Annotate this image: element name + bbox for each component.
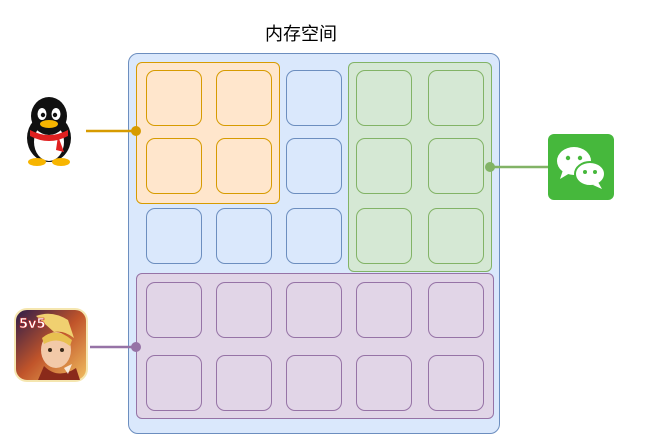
honor-of-kings-icon: 5v5 [14, 308, 88, 382]
memory-block [146, 138, 202, 194]
memory-block [356, 138, 412, 194]
memory-block [286, 208, 342, 264]
memory-block [286, 355, 342, 411]
memory-block [286, 70, 342, 126]
memory-block [216, 355, 272, 411]
memory-block [146, 70, 202, 126]
memory-block [428, 70, 484, 126]
memory-block [216, 70, 272, 126]
memory-block [356, 355, 412, 411]
memory-block [216, 208, 272, 264]
diagram-title: 内存空间 [265, 24, 337, 45]
memory-block [356, 208, 412, 264]
memory-block [146, 208, 202, 264]
memory-block [216, 138, 272, 194]
memory-block [286, 138, 342, 194]
memory-block [356, 70, 412, 126]
qq-connector [86, 126, 141, 136]
memory-block [428, 208, 484, 264]
wechat-connector [485, 162, 550, 172]
memory-block [428, 138, 484, 194]
memory-block [286, 282, 342, 338]
memory-block [146, 282, 202, 338]
game-connector [90, 342, 141, 352]
wechat-icon [548, 134, 614, 200]
memory-block [146, 355, 202, 411]
memory-block [216, 282, 272, 338]
memory-block [428, 355, 484, 411]
game-logo-text: 5v5 [19, 317, 46, 332]
qq-penguin-icon [27, 97, 71, 166]
memory-block [356, 282, 412, 338]
memory-block [428, 282, 484, 338]
